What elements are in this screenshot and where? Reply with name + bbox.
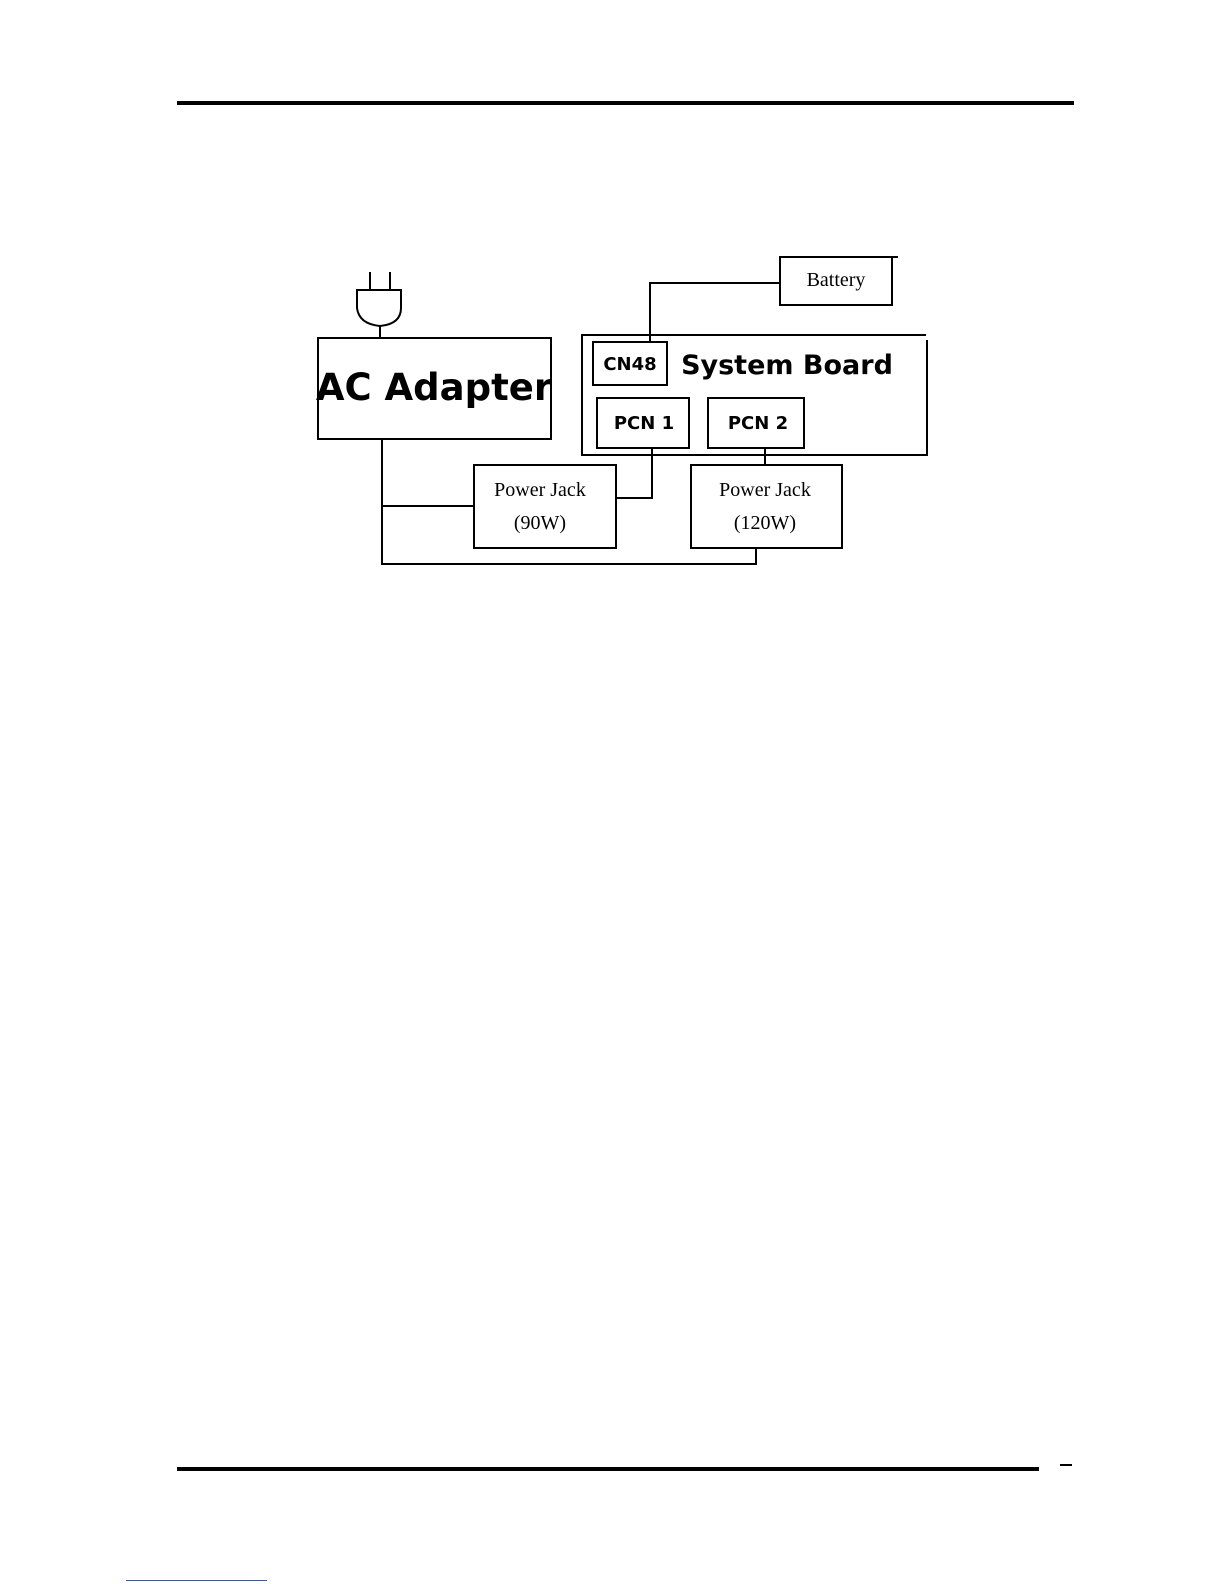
power-jack-120w-box bbox=[691, 465, 842, 548]
cn48-label: CN48 bbox=[603, 354, 656, 375]
power-jack-90w-label: Power Jack bbox=[494, 479, 586, 501]
pcn2-label: PCN 2 bbox=[728, 413, 788, 434]
adapter-to-jack120-wire bbox=[382, 548, 756, 564]
system-board-label: System Board bbox=[681, 350, 893, 381]
footer-link-underline[interactable] bbox=[126, 1580, 267, 1581]
page-number-dash bbox=[1060, 1464, 1072, 1466]
plug-icon bbox=[357, 272, 401, 338]
power-jack-120w-rating: (120W) bbox=[734, 512, 796, 534]
wiring bbox=[382, 439, 765, 565]
pcn1-label: PCN 1 bbox=[614, 413, 674, 434]
ac-adapter-label: AC Adapter bbox=[316, 366, 553, 409]
battery-cn48-wire bbox=[650, 283, 780, 342]
battery-label: Battery bbox=[807, 269, 866, 291]
footer-rule bbox=[177, 1467, 1039, 1471]
power-jack-120w-label: Power Jack bbox=[719, 479, 811, 501]
power-jack-90w-rating: (90W) bbox=[514, 512, 566, 534]
power-jack-90w-box bbox=[474, 465, 616, 548]
